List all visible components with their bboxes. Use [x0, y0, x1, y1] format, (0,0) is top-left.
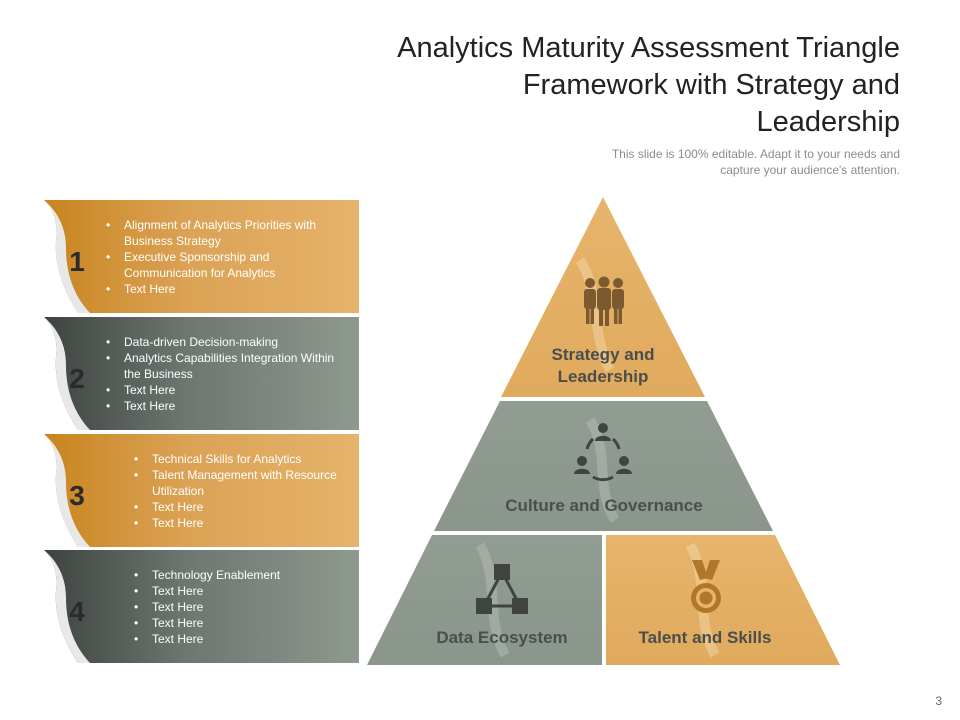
list-item: Executive Sponsorship and Communication … — [106, 249, 346, 281]
medal-icon — [691, 560, 721, 613]
list-item: Text Here — [106, 382, 346, 398]
people-cycle-icon — [574, 423, 632, 482]
card-number: 1 — [69, 246, 85, 277]
list-item: Talent Management with Resource Utilizat… — [134, 467, 344, 499]
page-curl-icon — [44, 317, 90, 430]
list-item: Text Here — [134, 499, 344, 515]
card-1: 1 Alignment of Analytics Priorities with… — [44, 200, 359, 313]
page-curl-icon — [44, 200, 90, 313]
list-item: Text Here — [134, 615, 344, 631]
list-item: Text Here — [106, 281, 346, 297]
page-curl-icon — [44, 550, 90, 663]
card-2: 2 Data-driven Decision-making Analytics … — [44, 317, 359, 430]
card-number: 3 — [69, 480, 85, 511]
page-number: 3 — [935, 694, 942, 708]
list-item: Analytics Capabilities Integration Withi… — [106, 350, 346, 382]
card-number: 4 — [69, 596, 85, 627]
card-number: 2 — [69, 363, 85, 394]
list-item: Text Here — [134, 515, 344, 531]
card-4: 4 Technology Enablement Text Here Text H… — [44, 550, 359, 663]
card-list: Alignment of Analytics Priorities with B… — [106, 217, 346, 297]
slide-subtitle: This slide is 100% editable. Adapt it to… — [611, 147, 900, 177]
pyramid-label-culture: Culture and Governance — [505, 496, 703, 515]
list-item: Alignment of Analytics Priorities with B… — [106, 217, 346, 249]
list-item: Text Here — [134, 631, 344, 647]
pyramid-label-strategy: Strategy and Leadership — [551, 345, 655, 386]
list-item: Technology Enablement — [134, 567, 344, 583]
network-icon — [476, 564, 528, 614]
list-item: Text Here — [134, 583, 344, 599]
page-curl-icon — [44, 434, 90, 547]
pyramid-label-talent: Talent and Skills — [638, 628, 772, 647]
card-list: Technical Skills for Analytics Talent Ma… — [134, 451, 344, 531]
list-item: Technical Skills for Analytics — [134, 451, 344, 467]
list-item: Data-driven Decision-making — [106, 334, 346, 350]
card-list: Data-driven Decision-making Analytics Ca… — [106, 334, 346, 414]
card-list: Technology Enablement Text Here Text Her… — [134, 567, 344, 647]
pyramid-label-data-ecosystem: Data Ecosystem — [436, 628, 568, 647]
team-icon — [584, 276, 624, 326]
card-3: 3 Technical Skills for Analytics Talent … — [44, 434, 359, 547]
pyramid-bottom-right-segment — [606, 535, 840, 665]
slide-title: Analytics Maturity Assessment Triangle F… — [397, 32, 900, 138]
list-item: Text Here — [106, 398, 346, 414]
list-item: Text Here — [134, 599, 344, 615]
